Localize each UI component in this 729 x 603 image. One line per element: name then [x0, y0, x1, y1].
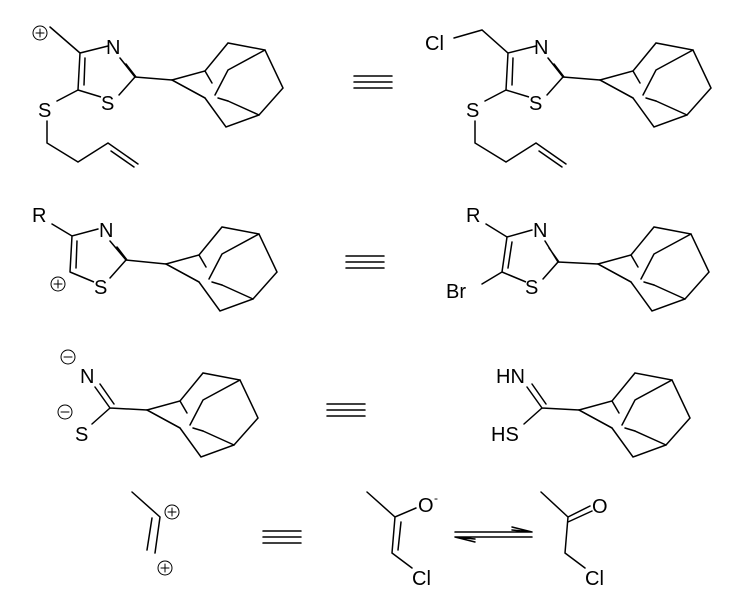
adamantyl-group [165, 226, 278, 312]
row4-chloroenolate: O - Cl [366, 491, 438, 590]
positive-charge-icon [164, 504, 180, 520]
row2-cation-thiazole: R N S [32, 205, 278, 312]
atom-r: R [466, 205, 480, 227]
positive-charge-icon [32, 25, 48, 41]
row4-propene-dication [131, 491, 180, 576]
atom-cl: Cl [425, 33, 444, 55]
adamantyl-group [597, 226, 710, 312]
atom-s: S [94, 277, 107, 299]
negative-charge-icon [57, 404, 73, 420]
atom-cl: Cl [585, 568, 604, 590]
row4-chloroacetone: O Cl [540, 491, 608, 590]
atom-n: N [534, 37, 548, 59]
row1-chloromethyl-thiazole: Cl N S S [425, 29, 712, 168]
atom-o: O [592, 496, 608, 518]
adamantyl-group [171, 42, 284, 128]
row1-cation-thiazole: N S S [32, 25, 284, 168]
atom-s: S [466, 100, 479, 122]
atom-r: R [32, 205, 46, 227]
equivalence-symbol [326, 403, 366, 417]
row2-bromothiazole: R Br N S [446, 205, 710, 312]
adamantyl-group [599, 42, 712, 128]
atom-br: Br [446, 281, 466, 303]
atom-hs: HS [491, 424, 519, 446]
negative-charge: - [434, 491, 438, 505]
equivalence-symbol [353, 75, 393, 89]
atom-s: S [525, 277, 538, 299]
equilibrium-arrow [454, 526, 533, 543]
positive-charge-icon [50, 276, 66, 292]
equivalence-symbol [345, 255, 385, 269]
atom-n: N [99, 220, 113, 242]
atom-n: N [106, 37, 120, 59]
adamantyl-group [578, 372, 691, 458]
atom-n: N [533, 220, 547, 242]
atom-hn: HN [496, 366, 525, 388]
atom-n: N [80, 366, 94, 388]
negative-charge-icon [60, 349, 76, 365]
positive-charge-icon [157, 560, 173, 576]
atom-s: S [38, 100, 51, 122]
atom-o: O [418, 495, 434, 517]
atom-s: S [75, 424, 88, 446]
row3-thioimidic-acid: HN HS [491, 366, 691, 458]
equivalence-symbol [262, 530, 302, 544]
adamantyl-group [146, 372, 259, 458]
atom-s: S [101, 93, 114, 115]
row3-thioamide-dianion: N S [57, 349, 259, 458]
atom-s: S [529, 93, 542, 115]
atom-cl: Cl [412, 568, 431, 590]
